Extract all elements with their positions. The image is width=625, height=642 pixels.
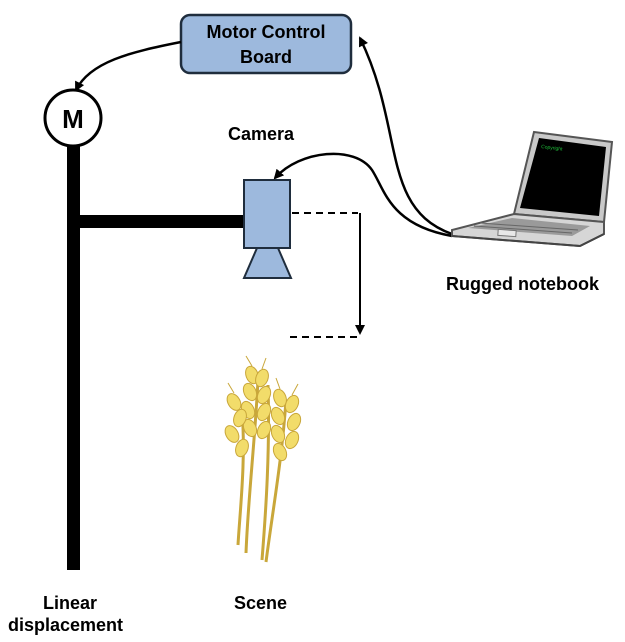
notebook-to-camera-arrow bbox=[273, 152, 453, 238]
linear-rail bbox=[67, 146, 80, 570]
motor-control-board-line1: Motor Control bbox=[207, 22, 326, 42]
laptop-icon: Copyright bbox=[451, 130, 614, 248]
laptop-screen-text: Copyright bbox=[541, 144, 564, 153]
scene-label: Scene bbox=[234, 593, 288, 613]
notebook-label: Rugged notebook bbox=[446, 274, 599, 294]
wheat-icon bbox=[224, 355, 302, 563]
motor: M bbox=[43, 88, 103, 148]
camera-device bbox=[242, 179, 293, 279]
linear-displacement-label-line2: displacement bbox=[8, 615, 124, 635]
motor-symbol: M bbox=[62, 104, 84, 134]
camera-arm bbox=[80, 215, 246, 228]
linear-displacement-label-line1: Linear bbox=[43, 593, 98, 613]
motor-control-board-line2: Board bbox=[240, 47, 292, 67]
field-of-view-indicator bbox=[290, 212, 365, 338]
notebook-to-board-arrow bbox=[358, 36, 453, 236]
board-to-motor-arrow bbox=[74, 40, 182, 92]
motor-control-board: Motor Control Board bbox=[179, 13, 353, 75]
camera-label: Camera bbox=[228, 124, 295, 144]
